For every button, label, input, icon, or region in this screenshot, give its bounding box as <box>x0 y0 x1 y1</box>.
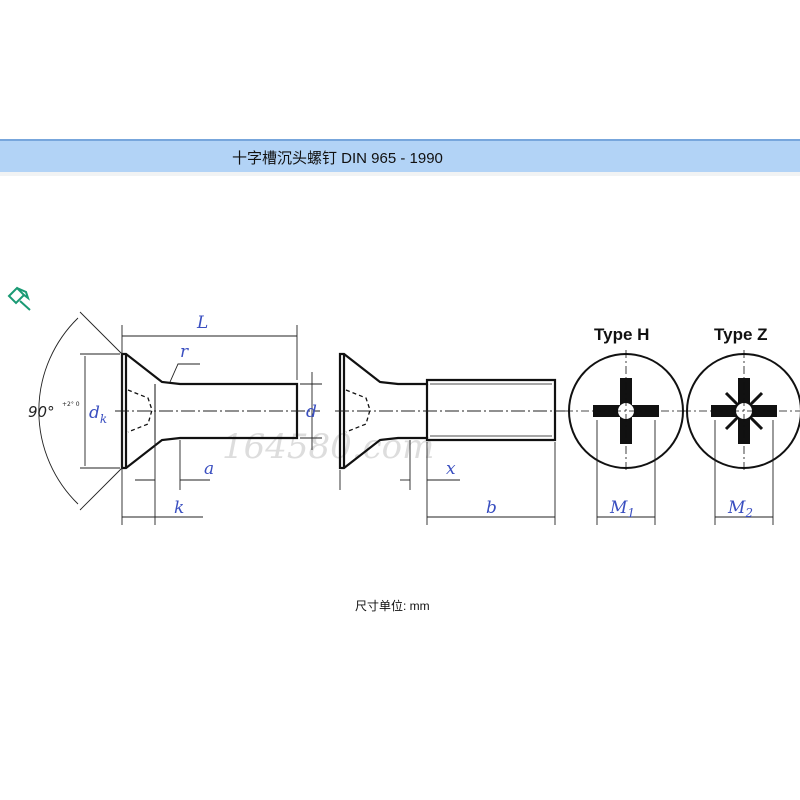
label-angle-tolerance: +2° 0 <box>62 401 80 408</box>
label-type-z: Type Z <box>714 325 768 344</box>
unit-note: 尺寸单位: mm <box>355 599 430 613</box>
label-a: a <box>204 459 214 479</box>
label-angle: 90° <box>28 403 55 421</box>
label-L: L <box>196 313 208 333</box>
dimension-lines <box>38 311 774 525</box>
label-m2: M2 <box>727 498 753 520</box>
head-view-type-h <box>565 350 687 472</box>
label-dk: dk <box>89 403 107 426</box>
label-x: x <box>446 459 456 479</box>
pin-icon[interactable] <box>6 284 38 314</box>
label-k: k <box>174 498 184 518</box>
title-bar: 十字槽沉头螺钉 DIN 965 - 1990 <box>0 139 800 172</box>
label-b: b <box>486 498 497 518</box>
label-m1: M1 <box>609 498 635 520</box>
page-title: 十字槽沉头螺钉 DIN 965 - 1990 <box>232 150 443 167</box>
label-r: r <box>180 342 189 362</box>
label-type-h: Type H <box>594 325 649 344</box>
watermark: 164580.com <box>222 427 434 467</box>
divider <box>0 172 800 176</box>
label-d: d <box>306 402 317 422</box>
head-view-type-z <box>683 350 800 472</box>
